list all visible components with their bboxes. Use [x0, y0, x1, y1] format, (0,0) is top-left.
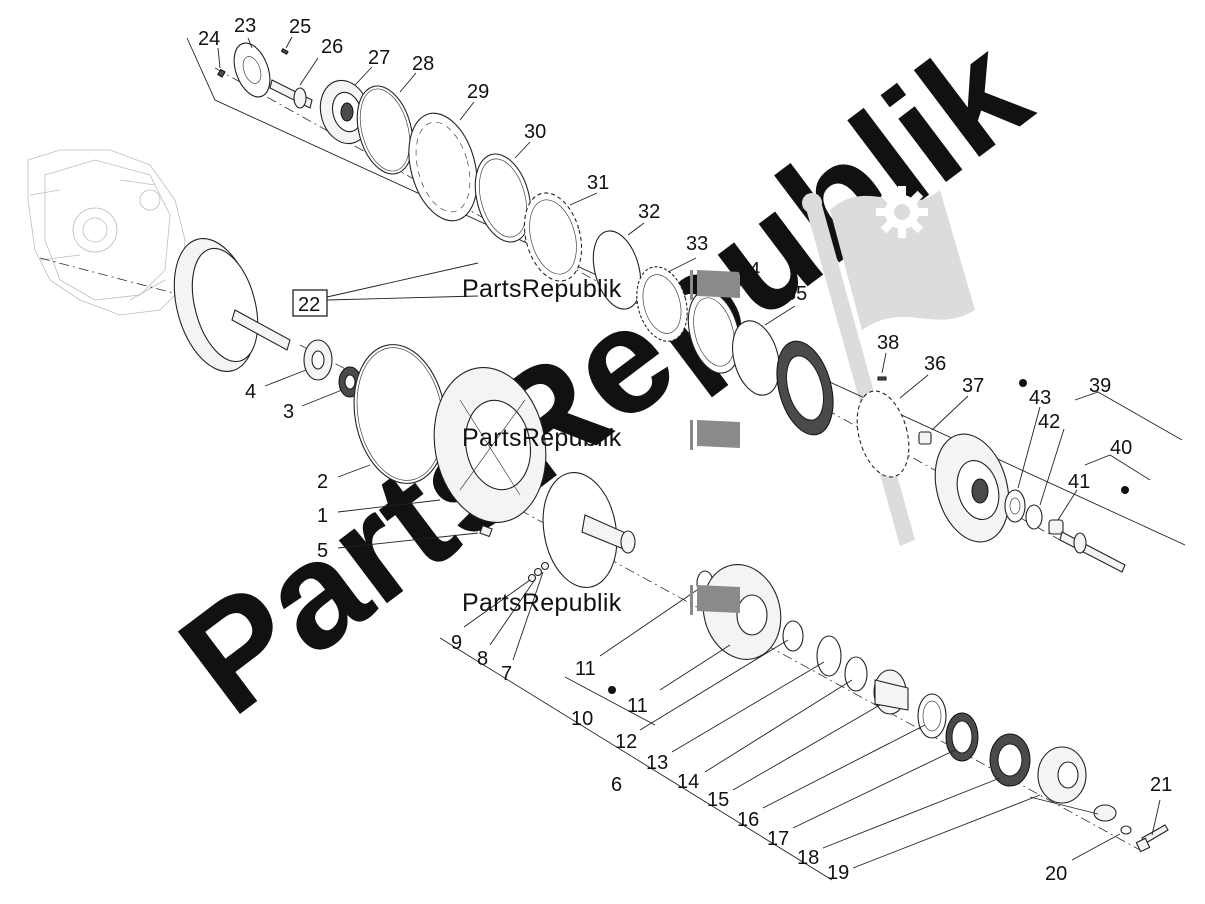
- brand-mark: PartsRepublik: [462, 589, 622, 617]
- callout-11b: 11: [627, 695, 648, 717]
- callout-42: 42: [1038, 411, 1060, 433]
- callouts: 24 23 25 26 27 28 29 30 31 32 33 34 35 3…: [198, 15, 1172, 885]
- callout-15: 15: [707, 789, 729, 811]
- callout-5: 5: [317, 540, 328, 562]
- bracket-39: [1074, 391, 1183, 441]
- callout-31: 31: [587, 172, 609, 194]
- callout-35: 35: [785, 283, 807, 305]
- callout-43: 43: [1029, 387, 1051, 409]
- axis-line: [214, 67, 1061, 541]
- callout-6: 6: [611, 774, 622, 796]
- callout-40: 40: [1110, 437, 1132, 459]
- callout-14: 14: [677, 771, 699, 793]
- upper-group-bracket: [186, 37, 1186, 546]
- brand-mark: PartsRepublik: [462, 424, 622, 452]
- bullet-marker: [1019, 379, 1027, 387]
- callout-22: 22: [298, 294, 320, 316]
- leader-lines: [217, 36, 1161, 869]
- callout-10: 10: [571, 708, 593, 730]
- brand-marks: PartsRepublik PartsRepublik PartsRepubli…: [462, 270, 740, 617]
- callout-11a: 11: [575, 658, 596, 680]
- callout-39: 39: [1089, 375, 1111, 397]
- engine-casing-sketch: [27, 149, 186, 316]
- callout-19: 19: [827, 862, 849, 884]
- callout-30: 30: [524, 121, 546, 143]
- watermark-text: PartsRepublik: [150, 4, 1057, 746]
- brand-mark: PartsRepublik: [462, 275, 622, 303]
- axis-line: [39, 257, 201, 301]
- callout-34: 34: [738, 259, 760, 281]
- callout-12: 12: [615, 731, 637, 753]
- callout-28: 28: [412, 53, 434, 75]
- callout-24: 24: [198, 28, 220, 50]
- callout-27: 27: [368, 47, 390, 69]
- gear-flag-icon: [690, 270, 740, 615]
- callout-29: 29: [467, 81, 489, 103]
- callout-17: 17: [767, 828, 789, 850]
- leader-22a: [326, 262, 479, 298]
- leader-22b: [326, 295, 479, 301]
- callout-33: 33: [686, 233, 708, 255]
- callout-23: 23: [234, 15, 256, 37]
- callout-7: 7: [501, 663, 512, 685]
- callout-18: 18: [797, 847, 819, 869]
- axis-line: [519, 509, 1141, 851]
- callout-2: 2: [317, 471, 328, 493]
- callout-20: 20: [1045, 863, 1067, 885]
- callout-box-22: [292, 289, 328, 317]
- callout-32: 32: [638, 201, 660, 223]
- bracket-40: [1084, 454, 1151, 481]
- callout-4: 4: [245, 381, 256, 403]
- callout-26: 26: [321, 36, 343, 58]
- watermark: PartsRepublik: [150, 4, 1057, 746]
- callout-9: 9: [451, 632, 462, 654]
- callout-36: 36: [924, 353, 946, 375]
- callout-16: 16: [737, 809, 759, 831]
- callout-8: 8: [477, 648, 488, 670]
- callout-21: 21: [1150, 774, 1172, 796]
- bullet-marker: [1121, 486, 1129, 494]
- lower-group-bracket: [439, 637, 833, 881]
- parts-upper-row: [217, 42, 1129, 573]
- parts-main: [173, 238, 1169, 853]
- callout-1: 1: [317, 505, 328, 527]
- callout-13: 13: [646, 752, 668, 774]
- sub-bracket-10: [564, 676, 656, 726]
- callout-37: 37: [962, 375, 984, 397]
- callout-3: 3: [283, 401, 294, 423]
- callout-41: 41: [1068, 471, 1090, 493]
- callout-38: 38: [877, 332, 899, 354]
- callout-25: 25: [289, 16, 311, 38]
